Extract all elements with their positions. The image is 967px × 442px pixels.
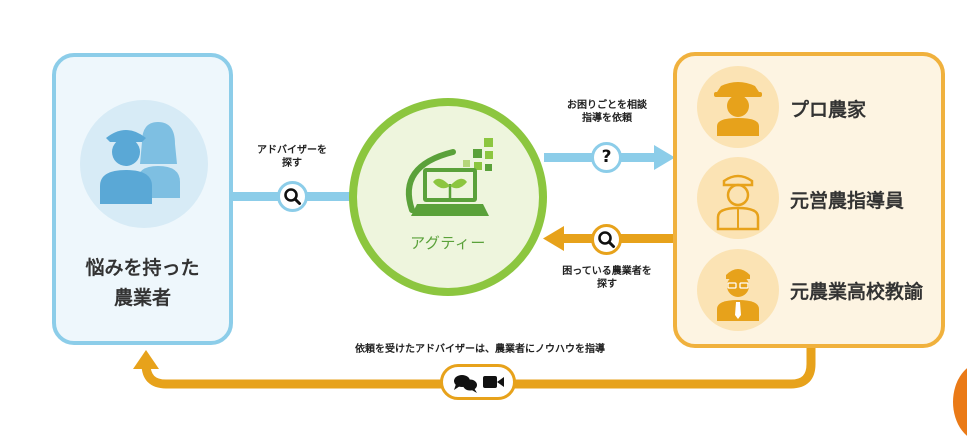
consult-caption: お困りごとを相談 指導を依頼	[552, 99, 662, 125]
search-advisor-button[interactable]	[277, 181, 308, 212]
find-farmer-arrow-head	[543, 226, 564, 251]
teacher-glasses-icon	[717, 269, 759, 321]
farmer-avatar	[80, 100, 208, 228]
farmer-label: 悩みを持った 農業者	[52, 253, 233, 313]
expert-avatar-former-advisor	[697, 157, 779, 239]
find-farmer-caption-line1: 困っている農業者を	[562, 266, 652, 277]
advice-caption: 依頼を受けたアドバイザーは、農業者にノウハウを指導	[355, 344, 605, 355]
decorative-orange-shape	[953, 362, 967, 442]
video-camera-icon	[483, 376, 504, 388]
expert-label-former-advisor: 元営農指導員	[790, 190, 905, 212]
search-icon	[598, 231, 615, 248]
platform-circle	[357, 106, 539, 288]
expert-avatar-pro-farmer	[697, 66, 779, 148]
search-advisor-caption: アドバイザーを 探す	[246, 144, 338, 170]
advice-channel-icons	[454, 375, 504, 393]
farmers-icon	[100, 122, 180, 204]
chat-bubbles-icon	[454, 375, 477, 393]
consult-caption-line2: 指導を依頼	[582, 113, 632, 124]
expert-label-pro-farmer: プロ農家	[790, 99, 867, 121]
find-farmer-caption: 困っている農業者を 探す	[547, 265, 667, 291]
consult-caption-line1: お困りごとを相談	[567, 100, 647, 111]
find-farmer-caption-line2: 探す	[597, 279, 617, 290]
farmer-label-line2: 農業者	[113, 287, 171, 309]
consult-arrow-head	[654, 145, 675, 170]
expert-label-former-teacher: 元農業高校教諭	[790, 281, 924, 303]
expert-avatar-former-teacher	[697, 249, 779, 331]
search-advisor-caption-line2: 探す	[282, 158, 302, 169]
farmer-cap-icon	[714, 82, 762, 136]
farmer-label-line1: 悩みを持った	[85, 257, 200, 279]
consult-button[interactable]: ?	[591, 142, 622, 173]
find-farmer-button[interactable]	[591, 224, 622, 255]
advisor-cap-icon	[716, 174, 760, 231]
question-icon: ?	[601, 147, 612, 167]
laptop-sprout-logo-icon	[405, 138, 493, 216]
platform-brand: アグティー	[410, 234, 486, 252]
advice-loop-arrow-head	[133, 350, 159, 369]
search-advisor-caption-line1: アドバイザーを	[257, 145, 327, 156]
advice-channel-pill[interactable]	[440, 364, 516, 400]
search-icon	[284, 188, 301, 205]
